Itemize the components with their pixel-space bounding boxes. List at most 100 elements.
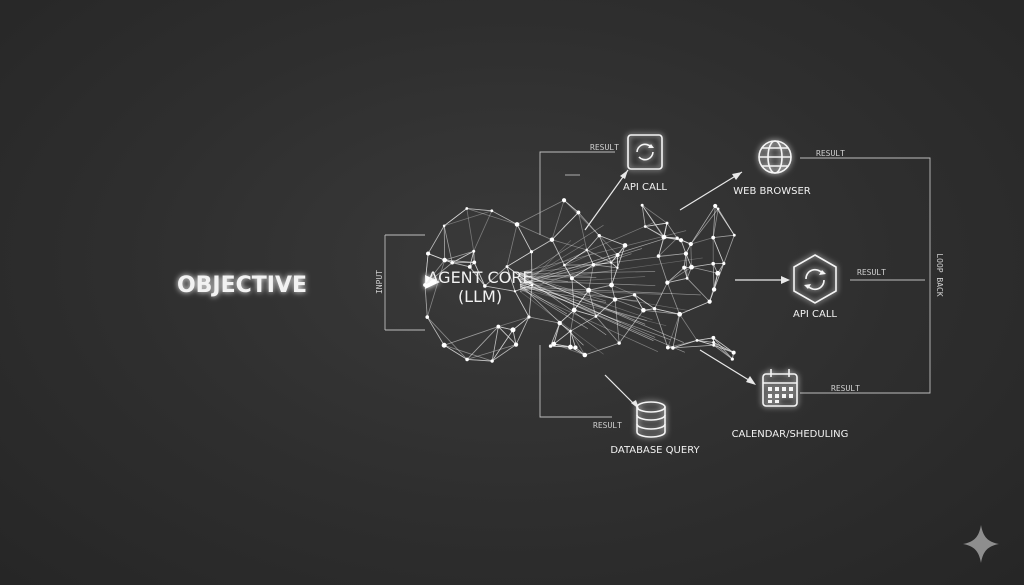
mesh-edge	[614, 294, 635, 300]
mesh-node	[467, 264, 472, 269]
mesh-ray	[519, 287, 589, 329]
mesh-edge	[685, 253, 692, 268]
mesh-ray	[519, 271, 684, 343]
mesh-edge	[427, 253, 445, 261]
mesh-edge	[712, 205, 716, 238]
mesh-edge	[426, 259, 446, 318]
mesh-node	[711, 287, 717, 292]
mesh-edge	[578, 212, 588, 250]
mesh-edge	[506, 266, 516, 292]
mesh-ray	[519, 284, 584, 346]
mesh-edge	[467, 359, 493, 362]
mesh-edge	[553, 343, 585, 356]
mesh-node	[730, 357, 734, 361]
mesh-edge	[667, 267, 685, 283]
mesh-edge	[667, 267, 685, 283]
mesh-edge	[691, 263, 714, 268]
mesh-edge	[443, 225, 446, 261]
mesh-edge	[666, 282, 681, 315]
mesh-ray	[519, 281, 691, 312]
mesh-edge	[713, 337, 733, 360]
mesh-edge	[498, 316, 530, 327]
mesh-ray	[519, 275, 597, 278]
mesh-ray	[519, 248, 643, 287]
mesh-node	[640, 203, 644, 207]
mesh-node	[661, 234, 667, 240]
mesh-node	[585, 248, 588, 252]
mesh-edge	[672, 314, 681, 348]
result-label-5: RESULT	[593, 421, 622, 430]
mesh-edge	[654, 308, 680, 315]
mesh-edge	[551, 212, 579, 241]
result-label-1: RESULT	[590, 143, 619, 152]
database-node	[636, 401, 666, 438]
mesh-edge	[484, 266, 508, 287]
mesh-ray	[519, 230, 687, 273]
mesh-node	[557, 320, 562, 326]
mesh-ray	[519, 288, 659, 353]
mesh-edge	[570, 316, 597, 332]
mesh-edge	[452, 262, 470, 268]
mesh-edge	[444, 210, 492, 227]
mesh-edge	[714, 205, 735, 236]
mesh-node	[685, 276, 689, 280]
mesh-node	[530, 283, 534, 287]
database-icon	[636, 401, 666, 438]
mesh-node	[573, 345, 578, 350]
mesh-edge	[611, 284, 635, 296]
mesh-edge	[484, 285, 516, 292]
mesh-node	[465, 357, 469, 362]
mesh-edge	[690, 205, 716, 245]
mesh-node	[576, 210, 581, 215]
mesh-node	[695, 339, 699, 342]
mesh-node	[490, 359, 494, 363]
mesh-node	[441, 342, 447, 348]
mesh-edge	[466, 208, 492, 212]
mesh-edge	[559, 309, 575, 324]
mesh-edge	[564, 249, 587, 266]
api-call-top-node	[627, 134, 663, 170]
mesh-node	[569, 329, 572, 333]
mesh-edge	[506, 224, 518, 267]
mesh-node	[713, 203, 718, 209]
mesh-edge	[443, 225, 453, 263]
mesh-edge	[667, 314, 681, 348]
mesh-node	[597, 233, 601, 238]
mesh-edge	[683, 253, 687, 268]
mesh-edge	[712, 263, 715, 290]
mesh-edge	[634, 294, 655, 310]
mesh-node	[527, 315, 531, 319]
mesh-edge	[424, 262, 453, 286]
mesh-node	[510, 327, 516, 333]
mesh-node	[688, 241, 693, 247]
mesh-edge	[666, 222, 678, 239]
mesh-edge	[528, 316, 560, 324]
tool-label-web-browser: WEB BROWSER	[733, 186, 810, 197]
mesh-edge	[634, 294, 655, 310]
mesh-edge	[690, 244, 692, 268]
mesh-edge	[498, 326, 517, 345]
mesh-node	[677, 311, 683, 317]
mesh-edge	[444, 344, 493, 362]
mesh-node	[656, 254, 661, 258]
mesh-edge	[573, 290, 589, 311]
mesh-node	[732, 233, 736, 237]
mesh-edge	[598, 235, 618, 256]
mesh-edge	[514, 291, 530, 318]
mesh-edge	[550, 322, 561, 347]
mesh-node	[665, 280, 670, 285]
mesh-node	[731, 350, 736, 355]
mesh-edge	[610, 262, 618, 269]
mesh-edge	[473, 262, 486, 287]
mesh-ray	[519, 278, 656, 338]
mesh-edge	[491, 210, 518, 225]
result-label-2: RESULT	[816, 149, 845, 158]
mesh-node	[548, 344, 553, 348]
mesh-edge	[588, 284, 612, 291]
mesh-node	[472, 249, 476, 253]
mesh-edge	[593, 264, 618, 269]
mesh-node	[641, 307, 646, 313]
mesh-edge	[588, 284, 612, 291]
mesh-edge	[427, 225, 445, 254]
mesh-edge	[551, 239, 587, 251]
